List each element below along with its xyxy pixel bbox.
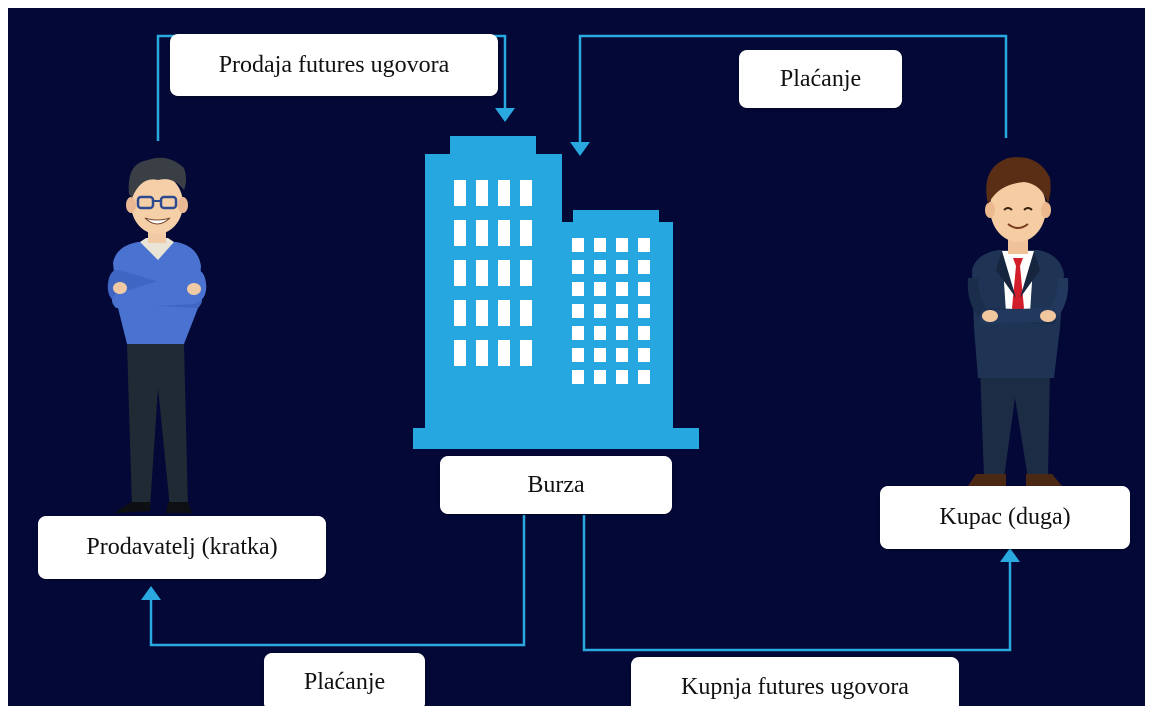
building-window [454,180,466,206]
label-buy-futures: Kupnja futures ugovora [631,657,959,706]
building-window [454,220,466,246]
building-window [476,300,488,326]
arrowhead-up-left [141,586,161,600]
building-window [454,340,466,366]
buyer-businessman-icon [967,157,1069,486]
building-window [498,180,510,206]
building-window [572,282,584,296]
building-window [498,260,510,286]
building-window [638,348,650,362]
building-window [520,300,532,326]
building-window [638,260,650,274]
diagram-canvas: Prodaja futures ugovora Plaćanje Burza P… [8,8,1145,706]
building-window [616,238,628,252]
building-window [572,348,584,362]
label-payment-top: Plaćanje [739,50,902,108]
arrowhead-down-right [570,142,590,156]
arrow-exchange-to-buyer [582,515,1012,652]
building-window [638,370,650,384]
label-exchange: Burza [440,456,672,514]
building-window [594,304,606,318]
arrowhead-down-left [495,108,515,122]
label-seller: Prodavatelj (kratka) [38,516,326,579]
building-window [476,260,488,286]
building-window [572,260,584,274]
building-window [594,282,606,296]
building-window [594,260,606,274]
building-window [594,326,606,340]
building-window [498,340,510,366]
building-window [476,220,488,246]
arrow-exchange-to-seller [149,515,526,647]
building-window [638,304,650,318]
label-buyer: Kupac (duga) [880,486,1130,549]
building-window [498,220,510,246]
building-window [572,326,584,340]
label-payment-bottom: Plaćanje [264,653,425,706]
building-window [476,180,488,206]
building-window [638,326,650,340]
building-window [594,370,606,384]
building-window [476,340,488,366]
building-window [638,238,650,252]
building-window [572,370,584,384]
building-window [572,238,584,252]
building-window [498,300,510,326]
label-sell-futures: Prodaja futures ugovora [170,34,498,96]
building-window [616,304,628,318]
building-window [616,260,628,274]
building-window [520,260,532,286]
building-window [520,220,532,246]
building-window [616,282,628,296]
building-window [594,348,606,362]
building-window [520,180,532,206]
seller-person-icon [107,157,207,513]
building-window [616,348,628,362]
building-window [454,260,466,286]
building-window [638,282,650,296]
building-window [454,300,466,326]
arrow-buyer-to-exchange [578,34,1008,144]
building-window [572,304,584,318]
exchange-building-icon [413,136,699,449]
building-window [616,326,628,340]
arrowhead-up-right [1000,548,1020,562]
building-window [594,238,606,252]
building-window [616,370,628,384]
building-window [520,340,532,366]
